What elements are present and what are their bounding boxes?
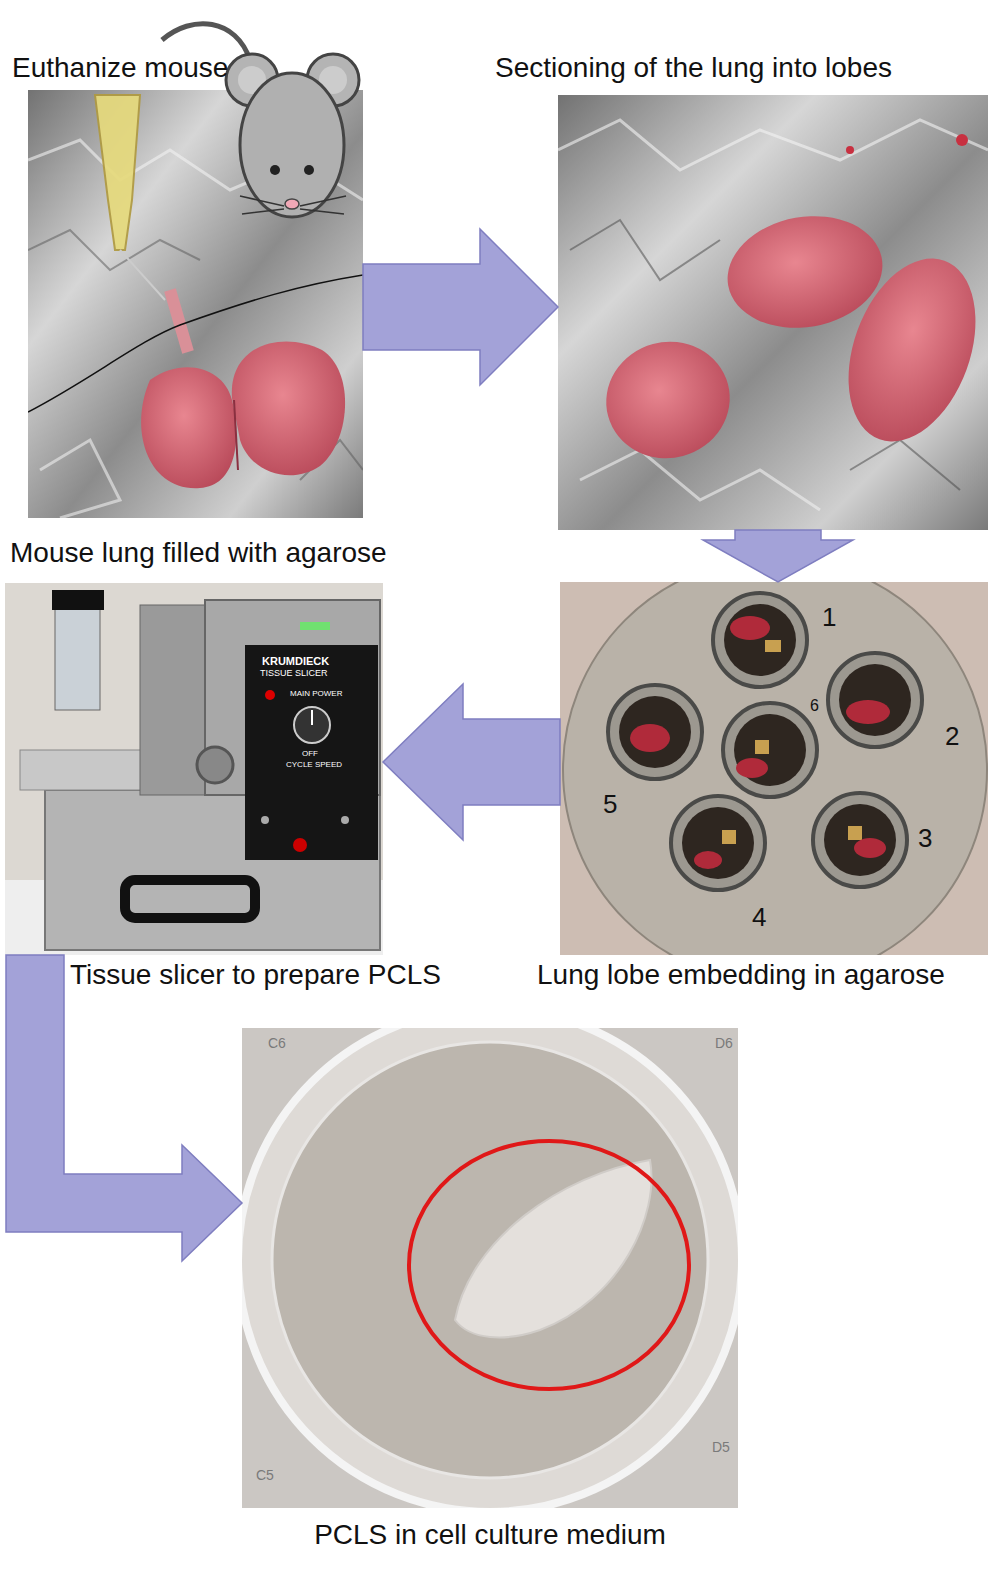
lobes-photo-part — [846, 146, 854, 154]
embedding-photo — [560, 582, 988, 955]
slicer-photo-part — [265, 690, 275, 700]
panel-marking: CYCLE SPEED — [286, 761, 342, 770]
mold-number: 6 — [810, 697, 819, 715]
photo-panel: Euthanize mouseMouse lung filled with ag… — [28, 90, 363, 518]
photo-panel: Sectioning of the lung into lobes — [558, 95, 988, 530]
slicer-photo — [5, 583, 383, 955]
well-label: D6 — [715, 1036, 733, 1051]
mold-number: 2 — [945, 722, 959, 751]
slicer-photo-part — [125, 880, 255, 918]
culture-well-photo — [242, 1028, 738, 1508]
lung-photo-part — [95, 95, 140, 250]
lobes-photo-part — [825, 241, 988, 459]
lobes-photo-part — [956, 134, 968, 146]
slicer-photo-part — [261, 816, 269, 824]
lung-photo-part — [120, 250, 165, 300]
mold-ring-part — [730, 616, 770, 640]
mold-ring-part — [813, 793, 907, 887]
mold-number: 4 — [752, 903, 766, 932]
mold-ring-part — [828, 653, 922, 747]
lobes-photo-part — [558, 120, 988, 170]
mold-number: 3 — [918, 824, 932, 853]
mold-ring-part — [682, 807, 754, 879]
lobes-photo-part — [593, 328, 743, 472]
mold-ring-part — [736, 758, 768, 778]
panel-marking: MAIN POWER — [290, 690, 342, 699]
lung-photo-part — [234, 400, 238, 470]
photo-panel: Lung lobe embedding in agarose — [560, 582, 988, 955]
slicer-photo-part — [52, 590, 104, 610]
mold-ring-part — [765, 640, 781, 652]
mold-ring-part — [713, 593, 807, 687]
mold-ring-part — [694, 851, 722, 869]
lung-photo-part — [170, 290, 188, 352]
mouse-icon-part — [304, 165, 314, 175]
embedding-photo-part — [563, 582, 987, 955]
mouse-icon-part — [240, 196, 346, 214]
well-label: C5 — [256, 1468, 274, 1483]
slicer-photo-part — [55, 600, 100, 710]
lung-photo-part — [40, 440, 120, 518]
culture-well-photo-part — [409, 1141, 689, 1389]
panel-marking: TISSUE SLICER — [260, 669, 328, 679]
lung-photo-part — [232, 341, 345, 475]
panel-caption: Sectioning of the lung into lobes — [495, 52, 892, 84]
panel-heading: Euthanize mouse — [12, 52, 228, 84]
panel-marking: OFF — [302, 750, 318, 759]
block-arrow — [363, 229, 558, 385]
slicer-photo-part — [245, 645, 378, 860]
mold-ring-part — [854, 838, 886, 858]
mouse-icon-part — [285, 199, 299, 209]
well-label: C6 — [268, 1036, 286, 1051]
mouse-icon-part — [270, 165, 280, 175]
mold-ring-part — [846, 700, 890, 724]
slicer-photo-part — [311, 710, 313, 725]
mold-ring-part — [630, 724, 670, 752]
slicer-photo-part — [294, 707, 330, 743]
photo-panel: PCLS in cell culture medium — [242, 1028, 738, 1508]
lobes-photo-part — [570, 220, 720, 280]
mouse-icon-part — [240, 73, 344, 217]
block-arrow — [703, 530, 853, 582]
panel-caption: Mouse lung filled with agarose — [10, 537, 387, 569]
slicer-photo-part — [300, 622, 330, 630]
lobes-photo — [558, 95, 988, 530]
panel-caption: Lung lobe embedding in agarose — [537, 959, 945, 991]
mold-ring-part — [608, 685, 702, 779]
lobes-photo-part — [850, 440, 960, 490]
block-arrow — [383, 684, 560, 840]
culture-well-photo-part — [242, 1028, 738, 1508]
panel-caption: PCLS in cell culture medium — [314, 1519, 666, 1551]
mold-ring-part — [755, 740, 769, 754]
mold-ring-part — [734, 714, 806, 786]
slicer-photo-part — [5, 583, 383, 955]
mold-ring-part — [723, 703, 817, 797]
mold-number: 5 — [603, 790, 617, 819]
mold-ring-part — [722, 830, 736, 844]
block-arrow — [6, 955, 242, 1261]
lobes-photo-part — [580, 450, 820, 510]
mold-ring-part — [824, 804, 896, 876]
mold-ring-part — [848, 826, 862, 840]
mold-ring-part — [724, 604, 796, 676]
culture-well-photo-part — [455, 1160, 652, 1337]
lung-photo-part — [28, 275, 363, 412]
well-label: D5 — [712, 1440, 730, 1455]
mold-ring-part — [619, 696, 691, 768]
lung-photo-part — [141, 367, 236, 488]
mold-ring-part — [671, 796, 765, 890]
mold-ring-part — [839, 664, 911, 736]
slicer-photo-part — [341, 816, 349, 824]
panel-marking: KRUMDIECK — [262, 655, 329, 667]
panel-caption: Tissue slicer to prepare PCLS — [70, 959, 441, 991]
mold-ring — [608, 593, 922, 890]
mold-number: 1 — [822, 603, 836, 632]
culture-well-photo-part — [272, 1042, 708, 1478]
slicer-photo-part — [293, 838, 307, 852]
slicer-photo-part — [197, 747, 233, 783]
